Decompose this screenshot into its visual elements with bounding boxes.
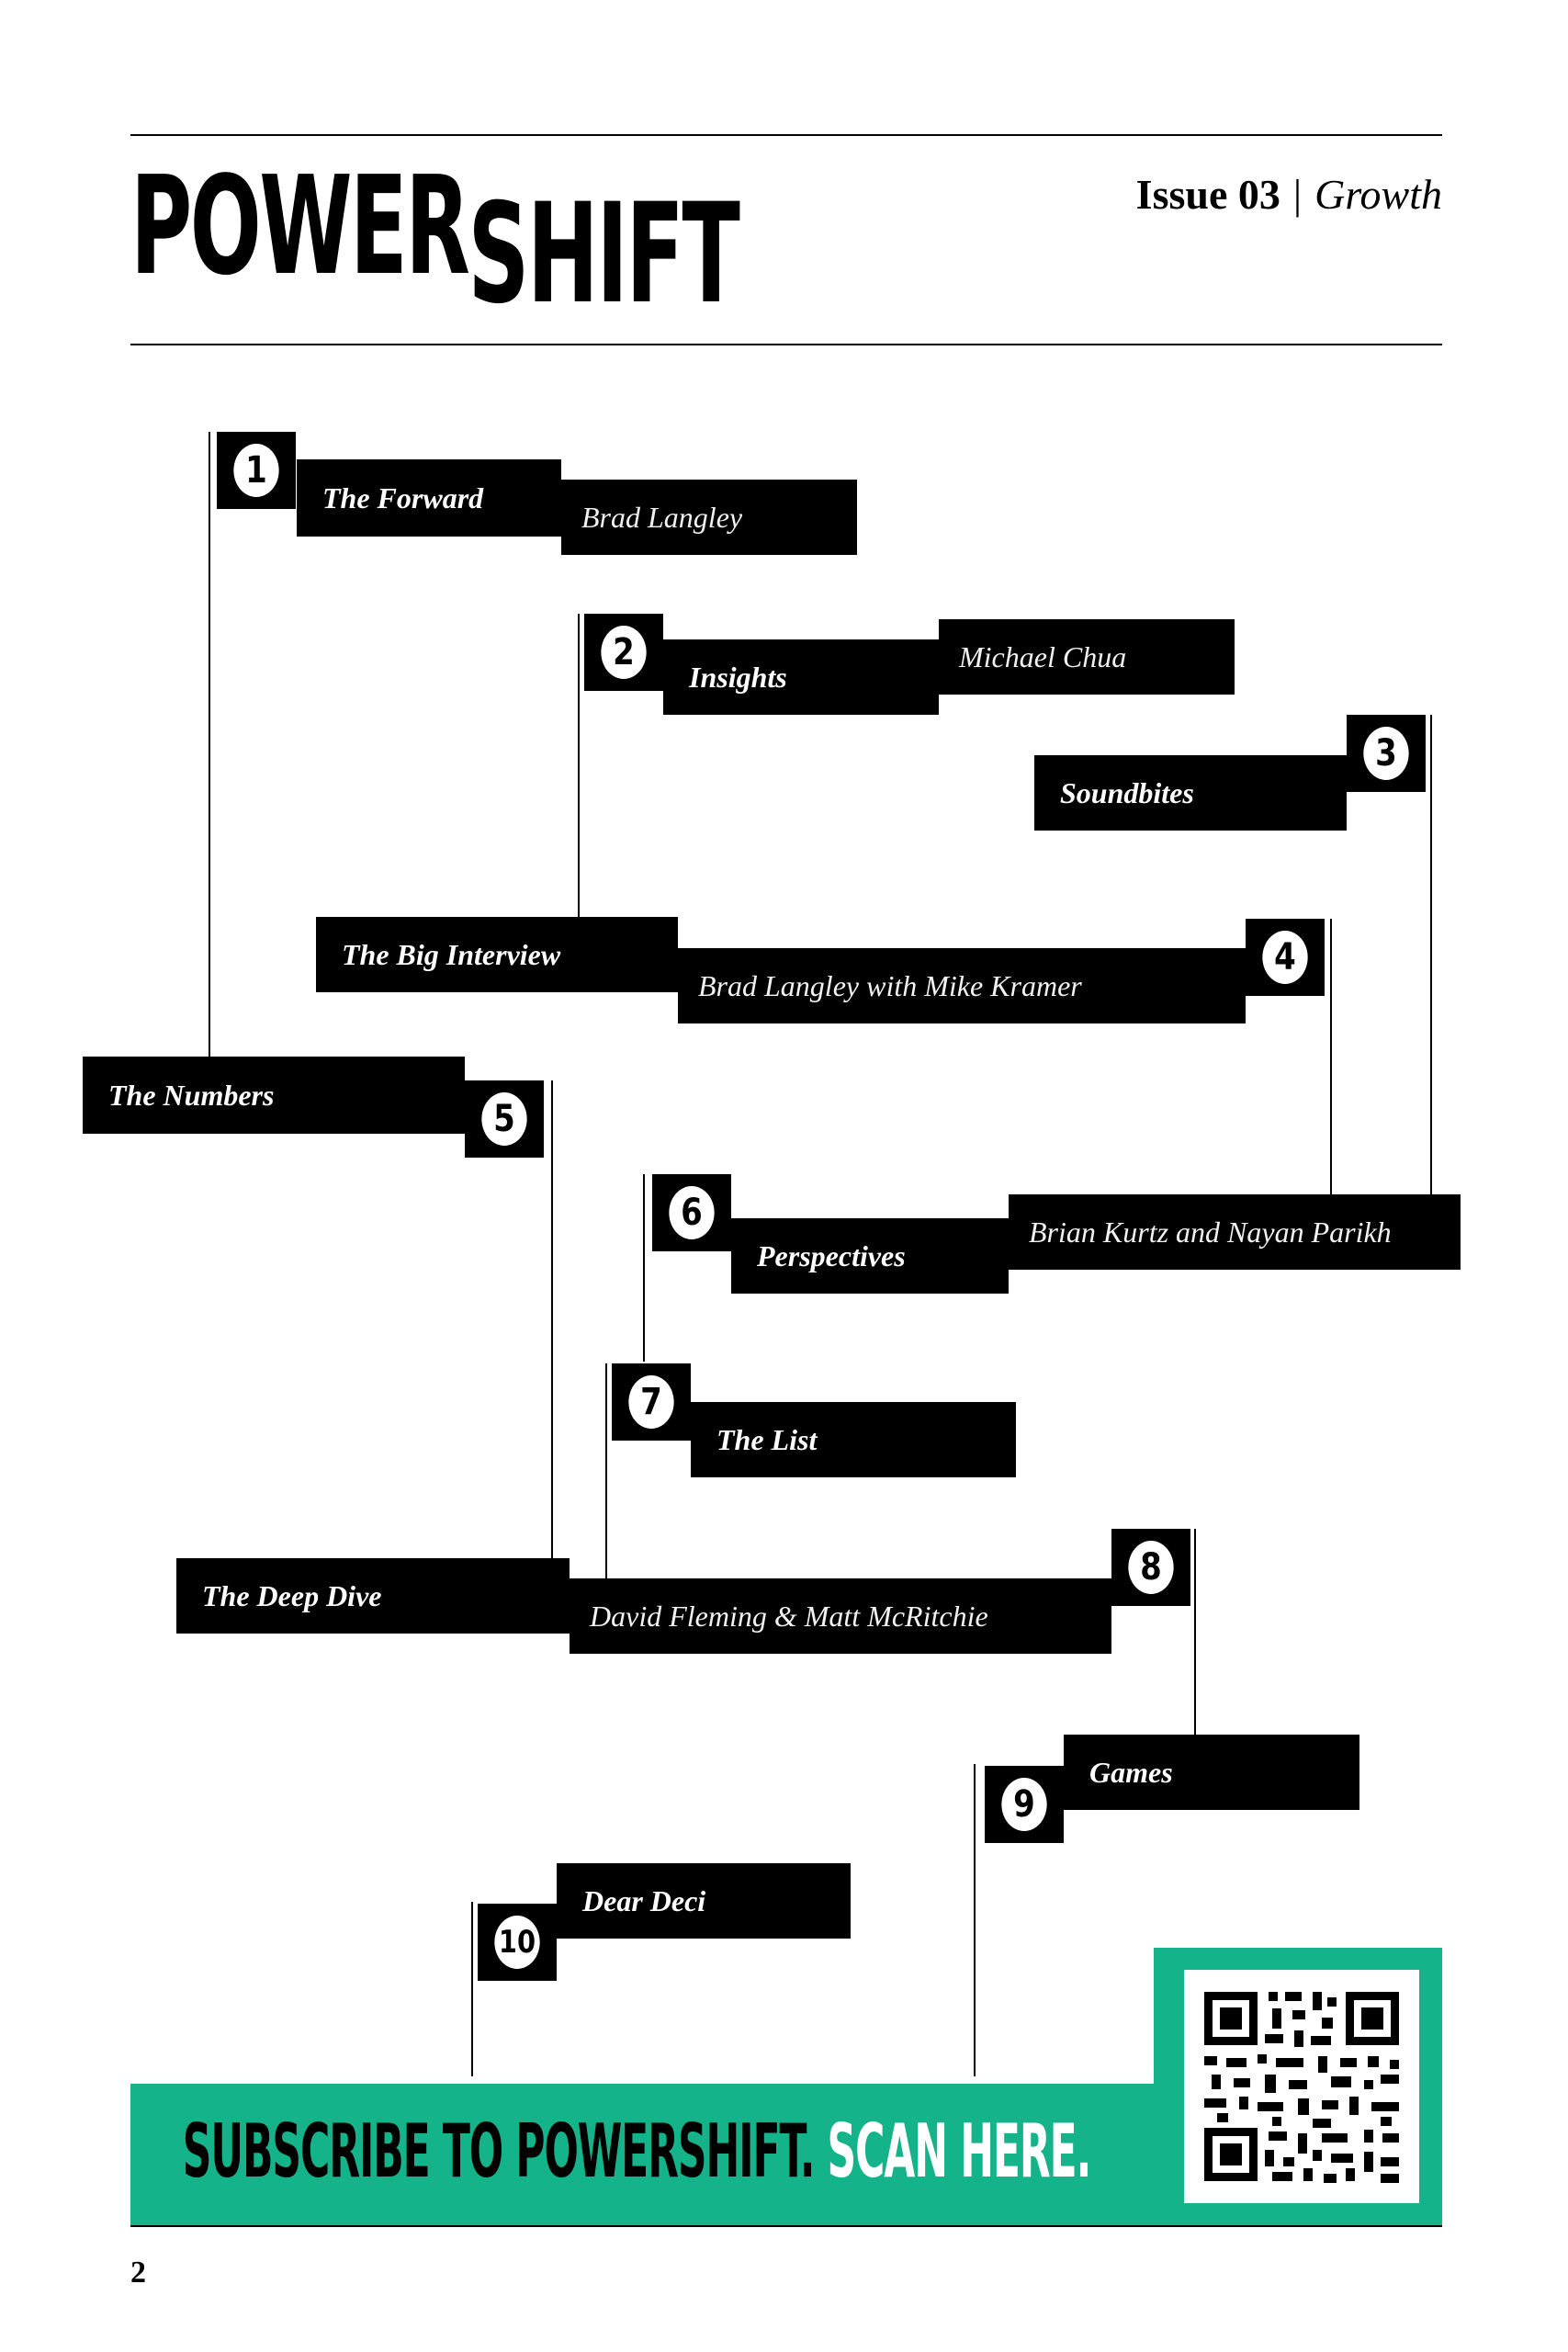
header-bottom-rule bbox=[130, 344, 1442, 345]
toc-number-badge-9: 9 bbox=[985, 1766, 1064, 1843]
connector-line-7 bbox=[605, 1363, 607, 1580]
connector-line-6 bbox=[643, 1174, 645, 1362]
connector-line-5 bbox=[551, 1080, 553, 1558]
toc-number-badge-4: 4 bbox=[1246, 919, 1325, 996]
logo-word-power: POWER bbox=[130, 147, 470, 305]
toc-number-badge-2: 2 bbox=[584, 614, 663, 691]
toc-title-2[interactable]: Insights bbox=[663, 639, 939, 715]
toc-author-8: David Fleming & Matt McRitchie bbox=[570, 1578, 1111, 1654]
toc-title-3[interactable]: Soundbites bbox=[1034, 755, 1347, 831]
header-top-rule bbox=[130, 134, 1442, 136]
subscribe-text-dark: SUBSCRIBE TO POWERSHIFT. bbox=[182, 2109, 816, 2194]
footer-rule bbox=[130, 2225, 1442, 2227]
subscribe-text[interactable]: SUBSCRIBE TO POWERSHIFT. SCAN HERE. bbox=[183, 2115, 1092, 2188]
toc-number-10: 10 bbox=[494, 1916, 540, 1969]
toc-number-badge-7: 7 bbox=[612, 1363, 691, 1441]
toc-author-1: Brad Langley bbox=[561, 480, 857, 555]
toc-author-4: Brad Langley with Mike Kramer bbox=[678, 948, 1246, 1023]
toc-number-badge-6: 6 bbox=[652, 1174, 731, 1251]
toc-title-6[interactable]: Perspectives bbox=[731, 1218, 1009, 1294]
toc-number-badge-3: 3 bbox=[1347, 715, 1426, 792]
connector-line-10 bbox=[471, 1902, 473, 2076]
toc-number-badge-10: 10 bbox=[478, 1904, 557, 1981]
qr-code[interactable] bbox=[1184, 1970, 1419, 2203]
toc-number-7: 7 bbox=[628, 1375, 674, 1429]
toc-number-3: 3 bbox=[1363, 727, 1409, 780]
connector-line-9 bbox=[974, 1764, 976, 2076]
toc-number-1: 1 bbox=[233, 444, 279, 497]
connector-line-3 bbox=[1430, 715, 1432, 1194]
connector-line-8 bbox=[1194, 1529, 1196, 1735]
logo-word-shift: SHIFT bbox=[468, 175, 739, 334]
issue-label: Issue 03 |Growth bbox=[1136, 170, 1442, 219]
toc-title-4[interactable]: The Big Interview bbox=[316, 917, 678, 992]
toc-author-2: Michael Chua bbox=[939, 619, 1235, 695]
connector-line-1 bbox=[209, 432, 210, 1066]
toc-number-4: 4 bbox=[1262, 931, 1308, 984]
subscribe-text-light: SCAN HERE. bbox=[814, 2109, 1091, 2194]
toc-title-7[interactable]: The List bbox=[691, 1402, 1016, 1477]
toc-number-6: 6 bbox=[669, 1186, 715, 1239]
toc-number-badge-1: 1 bbox=[217, 432, 296, 509]
issue-theme: Growth bbox=[1314, 171, 1442, 218]
toc-author-6: Brian Kurtz and Nayan Parikh bbox=[1009, 1194, 1461, 1270]
toc-title-9[interactable]: Games bbox=[1064, 1735, 1359, 1810]
issue-divider: | bbox=[1292, 171, 1303, 218]
issue-number: Issue 03 bbox=[1135, 171, 1280, 218]
toc-number-5: 5 bbox=[481, 1092, 527, 1146]
toc-number-8: 8 bbox=[1128, 1541, 1174, 1594]
connector-line-4 bbox=[1330, 919, 1332, 1194]
toc-number-badge-5: 5 bbox=[465, 1080, 544, 1158]
qr-code-icon bbox=[1204, 1992, 1399, 2183]
page-number: 2 bbox=[130, 2256, 146, 2290]
powershift-logo: POWERSHIFT bbox=[130, 147, 740, 334]
toc-number-2: 2 bbox=[601, 626, 647, 679]
toc-number-9: 9 bbox=[1001, 1778, 1047, 1831]
toc-title-10[interactable]: Dear Deci bbox=[557, 1863, 851, 1939]
toc-title-5[interactable]: The Numbers bbox=[83, 1057, 465, 1134]
toc-title-1[interactable]: The Forward bbox=[297, 459, 561, 537]
toc-number-badge-8: 8 bbox=[1111, 1529, 1190, 1606]
toc-title-8[interactable]: The Deep Dive bbox=[176, 1558, 570, 1634]
connector-line-2 bbox=[578, 614, 580, 961]
